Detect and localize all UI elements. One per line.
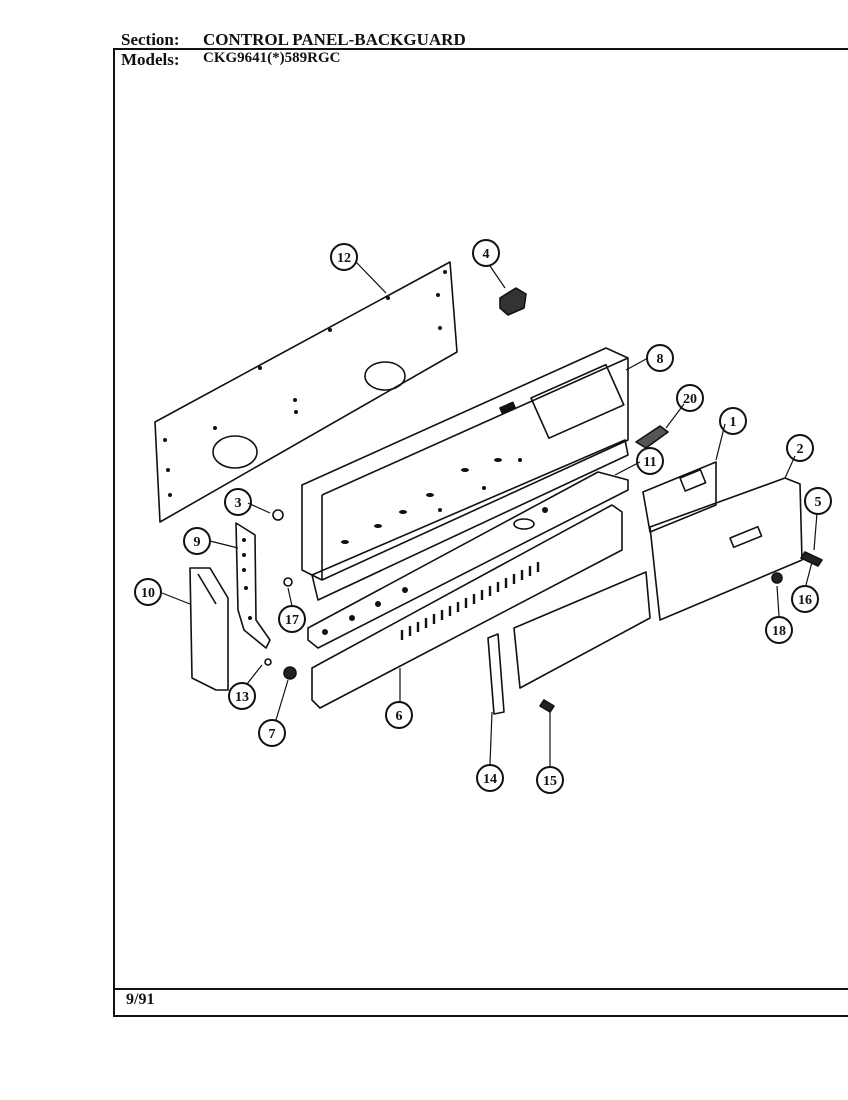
part-screw-15 <box>539 699 555 713</box>
footer-date: 9/91 <box>126 991 155 1008</box>
svg-text:13: 13 <box>235 690 249 705</box>
part-front-panel <box>311 504 623 709</box>
callout-14: 14 <box>476 764 504 792</box>
callout-4: 4 <box>472 239 500 267</box>
part-switch-bracket <box>642 461 717 533</box>
callout-13: 13 <box>228 682 256 710</box>
footer-rule <box>113 988 848 990</box>
callout-11: 11 <box>636 447 664 475</box>
part-nut-7 <box>283 666 297 680</box>
svg-text:16: 16 <box>798 593 812 608</box>
svg-text:2: 2 <box>797 442 804 457</box>
svg-text:10: 10 <box>141 586 155 601</box>
part-end-cap <box>189 567 229 691</box>
part-glass-panel <box>487 571 651 715</box>
callout-15: 15 <box>536 766 564 794</box>
callout-6: 6 <box>385 701 413 729</box>
callout-12: 12 <box>330 243 358 271</box>
svg-text:18: 18 <box>772 624 786 639</box>
part-control-housing <box>301 347 629 601</box>
callout-20: 20 <box>676 384 704 412</box>
models-value: CKG9641(*)589RGC <box>203 50 341 66</box>
svg-text:20: 20 <box>683 392 697 407</box>
callout-18: 18 <box>765 616 793 644</box>
callout-16: 16 <box>791 585 819 613</box>
models-label: Models: <box>121 50 180 69</box>
svg-text:9: 9 <box>194 535 201 550</box>
svg-text:12: 12 <box>337 251 351 266</box>
part-screw-17 <box>283 577 293 587</box>
svg-text:5: 5 <box>815 495 822 510</box>
part-rear-panel <box>154 261 458 523</box>
diagram-frame <box>113 48 848 1017</box>
part-washer-13 <box>264 658 272 666</box>
part-strip-14 <box>487 633 505 715</box>
svg-text:8: 8 <box>657 352 664 367</box>
callout-9: 9 <box>183 527 211 555</box>
part-trim-strip <box>307 471 629 649</box>
leader-lines <box>161 261 818 766</box>
part-screw-3 <box>272 509 284 521</box>
svg-text:1: 1 <box>730 415 737 430</box>
callout-5: 5 <box>804 487 832 515</box>
callout-7: 7 <box>258 719 286 747</box>
part-switch-4 <box>499 287 527 316</box>
callout-1: 1 <box>719 407 747 435</box>
part-bracket-20 <box>635 425 669 449</box>
callout-8: 8 <box>646 344 674 372</box>
svg-text:3: 3 <box>235 496 242 511</box>
svg-text:11: 11 <box>643 455 656 470</box>
svg-text:4: 4 <box>483 247 490 262</box>
callout-3: 3 <box>224 488 252 516</box>
callout-2: 2 <box>786 434 814 462</box>
hardware <box>264 509 823 713</box>
callout-17: 17 <box>278 605 306 633</box>
svg-text:7: 7 <box>269 727 276 742</box>
part-nut-18 <box>771 572 783 584</box>
part-side-bracket <box>235 522 271 649</box>
svg-text:17: 17 <box>285 613 299 628</box>
section-label: Section: <box>121 30 180 49</box>
svg-text:15: 15 <box>543 774 557 789</box>
callout-10: 10 <box>134 578 162 606</box>
section-title: CONTROL PANEL-BACKGUARD <box>203 30 466 49</box>
part-right-trim <box>649 477 803 621</box>
svg-text:6: 6 <box>396 709 403 724</box>
svg-text:14: 14 <box>483 772 497 787</box>
